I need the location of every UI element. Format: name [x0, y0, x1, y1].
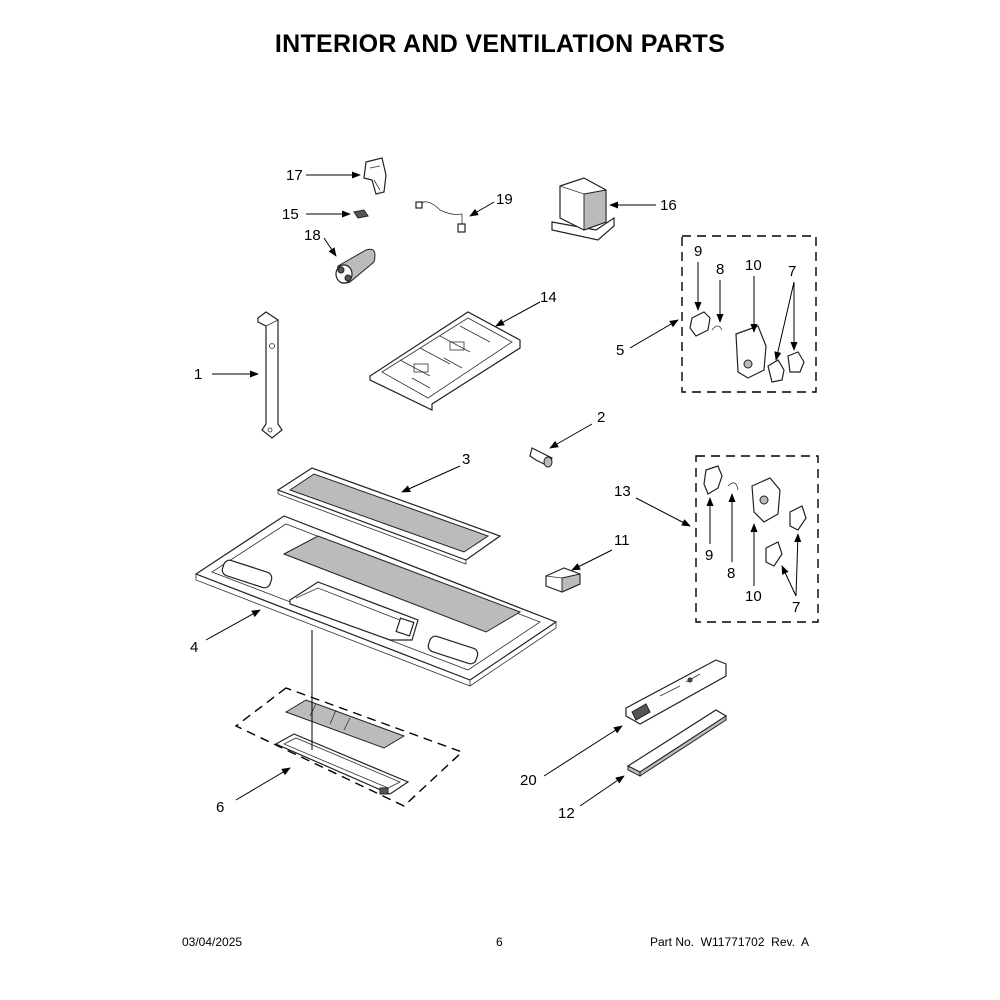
callout-9-bottom: 9: [705, 547, 713, 564]
callout-4: 4: [190, 639, 198, 656]
part-19-wire-harness[interactable]: [415, 201, 466, 233]
part-5-switch-assembly[interactable]: [681, 235, 817, 393]
callout-2: 2: [597, 409, 605, 426]
callout-7-bottom: 7: [792, 599, 800, 616]
leader-lines: [205, 171, 802, 807]
callout-9-top: 9: [694, 243, 702, 260]
callout-3: 3: [462, 451, 470, 468]
callout-6: 6: [216, 799, 224, 816]
page-title: INTERIOR AND VENTILATION PARTS: [274, 30, 726, 58]
footer-part-number: Part No. W11771702 Rev. A: [650, 935, 809, 949]
callout-13: 13: [614, 483, 631, 500]
callout-20: 20: [520, 772, 537, 789]
part-13-switch-assembly[interactable]: [695, 455, 819, 623]
callout-7-top: 7: [788, 263, 796, 280]
callout-12: 12: [558, 805, 575, 822]
footer-page-number: 6: [496, 935, 503, 949]
part-3-filter-panel[interactable]: [276, 467, 502, 565]
part-14-base-plate[interactable]: [369, 311, 521, 411]
callout-17: 17: [286, 167, 303, 184]
callout-8-top: 8: [716, 261, 724, 278]
callout-18: 18: [304, 227, 321, 244]
part-11-block[interactable]: [545, 567, 581, 593]
callout-1: 1: [194, 366, 202, 383]
callout-16: 16: [660, 197, 677, 214]
part-6-vent-assembly[interactable]: [234, 630, 464, 807]
footer-date: 03/04/2025: [182, 935, 243, 949]
part-18-capacitor[interactable]: [335, 248, 376, 284]
callout-15: 15: [282, 206, 299, 223]
callout-10-bottom: 10: [745, 588, 762, 605]
callout-labels: 17 15 18 19 16 1 14 2 3 11 4 6 20 12 5 1…: [190, 167, 800, 822]
callout-11: 11: [614, 532, 630, 549]
callout-19: 19: [496, 191, 513, 208]
callout-14: 14: [540, 289, 557, 306]
callout-5: 5: [616, 342, 624, 359]
part-16-transformer[interactable]: [551, 177, 615, 241]
callout-10-top: 10: [745, 257, 762, 274]
part-12-bar-trim[interactable]: [626, 709, 728, 777]
part-15-clip[interactable]: [353, 209, 369, 219]
part-20-control-trim[interactable]: [625, 659, 727, 725]
part-17-bracket[interactable]: [363, 157, 387, 195]
part-4-bottom-plate[interactable]: [194, 515, 558, 687]
callout-8-bottom: 8: [727, 565, 735, 582]
part-1-vertical-bracket[interactable]: [257, 311, 283, 439]
part-2-thermal-cutout[interactable]: [529, 447, 553, 468]
